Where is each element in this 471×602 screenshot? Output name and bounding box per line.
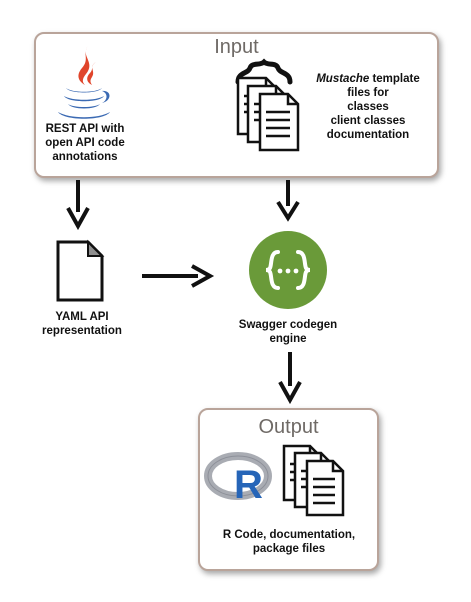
r-logo-letter: R [234, 463, 263, 507]
templates-label: Mustache template files for classes clie… [316, 73, 420, 141]
template-files-icon [235, 58, 300, 152]
input-title: Input [214, 36, 259, 58]
yaml-document-icon [56, 239, 105, 302]
engine-label: Swagger codegen engine [238, 319, 338, 345]
yaml-label: YAML API representation [42, 311, 122, 337]
output-files-icon [282, 444, 345, 517]
arrow-yaml-to-engine [142, 264, 215, 288]
input-box: Input [34, 32, 439, 178]
java-icon [58, 46, 110, 119]
swagger-logo-icon [249, 231, 327, 309]
arrow-input-to-yaml [66, 180, 90, 231]
output-label: R Code, documentation, package files [222, 529, 356, 555]
arrow-input-to-engine [276, 180, 300, 222]
output-title: Output [258, 416, 319, 438]
r-logo-icon: R [204, 452, 272, 507]
arrow-engine-to-output [278, 352, 302, 405]
rest-api-label: REST API with open API code annotations [45, 123, 125, 163]
